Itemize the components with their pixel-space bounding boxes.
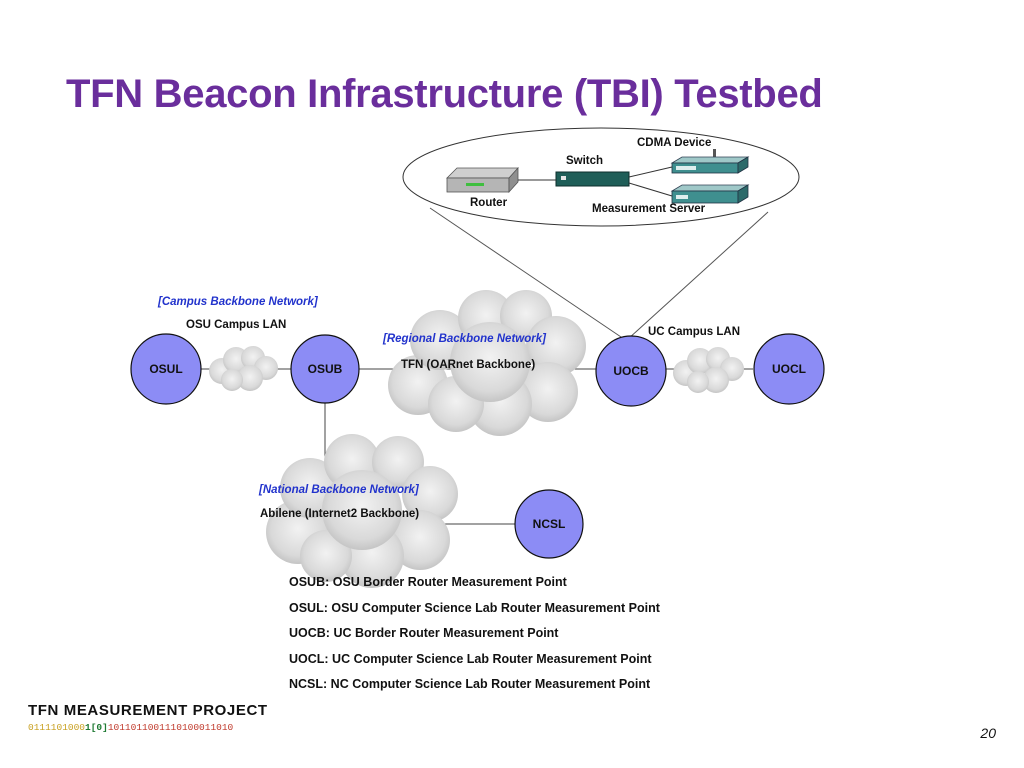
zoom-inset: Router Switch CDMA Device Measurement Se… — [402, 127, 800, 340]
node-osul: OSUL — [130, 333, 202, 405]
tfn-label: TFN (OARnet Backbone) — [401, 359, 535, 371]
osu-campus-lan-cloud — [209, 346, 278, 391]
regional-backbone-label: [Regional Backbone Network] — [382, 333, 547, 345]
node-ncsl-label: NCSL — [533, 517, 566, 531]
tfn-backbone-cloud — [388, 290, 586, 436]
footer-bit-pattern: 01111010001[0]1011011001110100011010 — [28, 722, 268, 733]
node-uocl: UOCL — [753, 333, 825, 405]
uc-campus-lan-cloud — [673, 347, 744, 393]
page-number: 20 — [980, 725, 996, 741]
router-icon — [446, 166, 519, 194]
node-osub: OSUB — [290, 334, 360, 404]
bits-left: 0111101000 — [28, 722, 86, 733]
legend-item: OSUL: OSU Computer Science Lab Router Me… — [289, 600, 660, 615]
legend-item: UOCL: UC Computer Science Lab Router Mea… — [289, 651, 652, 666]
legend-item: UOCB: UC Border Router Measurement Point — [289, 626, 559, 640]
node-uocl-label: UOCL — [772, 362, 806, 376]
cdma-device-icon — [670, 149, 750, 174]
campus-backbone-label: [Campus Backbone Network] — [157, 296, 319, 308]
legend-item: NCSL: NC Computer Science Lab Router Mea… — [289, 677, 651, 691]
node-osul-label: OSUL — [149, 362, 182, 376]
measurement-server-icon — [670, 184, 750, 204]
node-osub-label: OSUB — [308, 362, 343, 376]
switch-server-link — [628, 182, 673, 197]
abilene-backbone-cloud — [266, 434, 458, 588]
switch-cdma-link — [628, 166, 673, 178]
footer-brand: TFN MEASUREMENT PROJECT — [28, 702, 268, 719]
node-ncsl: NCSL — [514, 489, 584, 559]
bits-right: 1011011001110100011010 — [107, 722, 234, 733]
cdma-device-label: CDMA Device — [637, 137, 711, 149]
uc-campus-lan-label: UC Campus LAN — [648, 326, 740, 338]
inset-projection-line-right — [627, 211, 769, 340]
abilene-label: Abilene (Internet2 Backbone) — [260, 508, 419, 520]
slide-title: TFN Beacon Infrastructure (TBI) Testbed — [66, 72, 823, 116]
measurement-server-label: Measurement Server — [592, 203, 706, 215]
national-backbone-label: [National Backbone Network] — [258, 484, 420, 496]
router-label: Router — [470, 197, 508, 209]
node-uocb: UOCB — [595, 335, 667, 407]
inset-projection-line-left — [429, 207, 625, 340]
legend-item: OSUB: OSU Border Router Measurement Poin… — [289, 575, 567, 589]
switch-label: Switch — [566, 155, 603, 167]
bits-mid: 1[0] — [85, 722, 108, 733]
node-uocb-label: UOCB — [613, 364, 649, 378]
tfn-project-logo: TFN MEASUREMENT PROJECT 01111010001[0]10… — [28, 702, 268, 733]
switch-icon — [555, 171, 630, 187]
osu-campus-lan-label: OSU Campus LAN — [186, 319, 286, 331]
measurement-point-legend: OSUB: OSU Border Router Measurement Poin… — [289, 575, 660, 703]
